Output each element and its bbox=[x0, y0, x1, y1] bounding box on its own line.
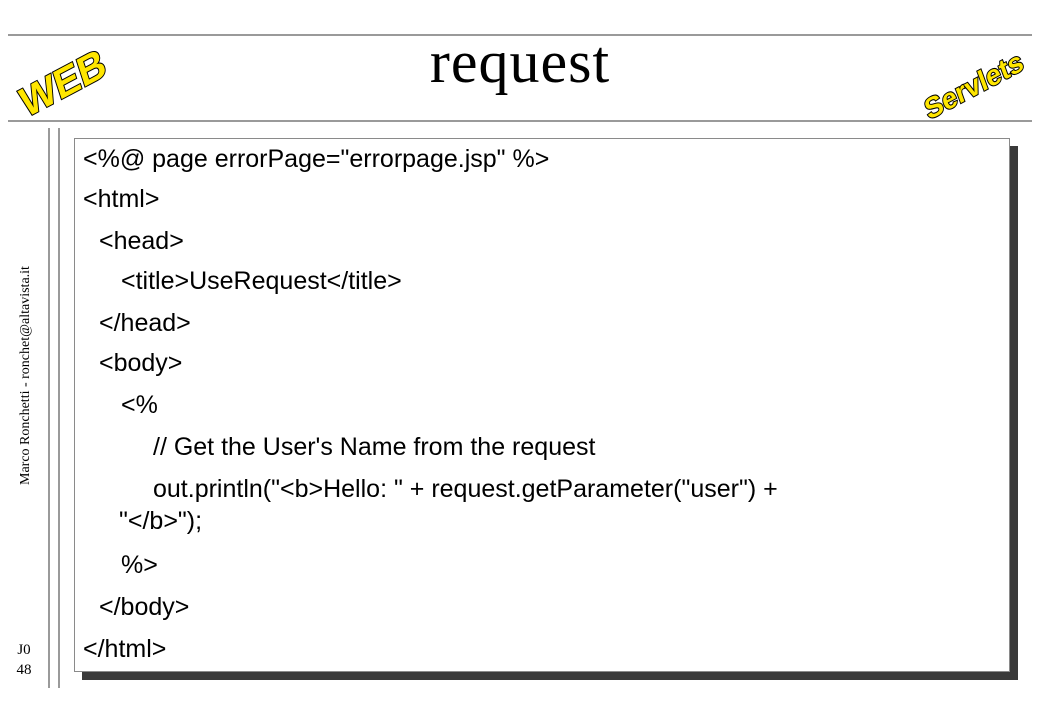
top-divider bbox=[8, 34, 1032, 36]
code-box: <%@ page errorPage="errorpage.jsp" %> <h… bbox=[74, 138, 1010, 672]
author-footer: Marco Ronchetti - ronchet@altavista.it bbox=[18, 266, 33, 485]
code-line: %> bbox=[121, 551, 158, 579]
code-line: // Get the User's Name from the request bbox=[153, 433, 596, 461]
header-divider bbox=[8, 120, 1032, 122]
sidebar-divider-inner bbox=[58, 128, 60, 688]
slide-code: J0 bbox=[17, 642, 31, 658]
code-line: "</b>"); bbox=[119, 507, 203, 535]
code-line: </head> bbox=[99, 309, 191, 337]
slide-number: 48 bbox=[16, 662, 32, 678]
slide-title: request bbox=[429, 29, 611, 95]
code-line: out.println("<b>Hello: " + request.getPa… bbox=[153, 475, 778, 503]
sidebar-divider-outer bbox=[48, 128, 50, 688]
code-line: <body> bbox=[99, 349, 183, 377]
web-logo: WEB bbox=[14, 40, 112, 128]
code-line: </html> bbox=[83, 635, 167, 663]
code-line: <% bbox=[121, 391, 158, 419]
code-line: <html> bbox=[83, 185, 160, 213]
code-line: <title>UseRequest</title> bbox=[121, 267, 402, 295]
code-line: </body> bbox=[99, 593, 190, 621]
code-line: <head> bbox=[99, 227, 184, 255]
code-line: <%@ page errorPage="errorpage.jsp" %> bbox=[83, 145, 550, 173]
servlets-logo: Servlets bbox=[919, 44, 1028, 126]
